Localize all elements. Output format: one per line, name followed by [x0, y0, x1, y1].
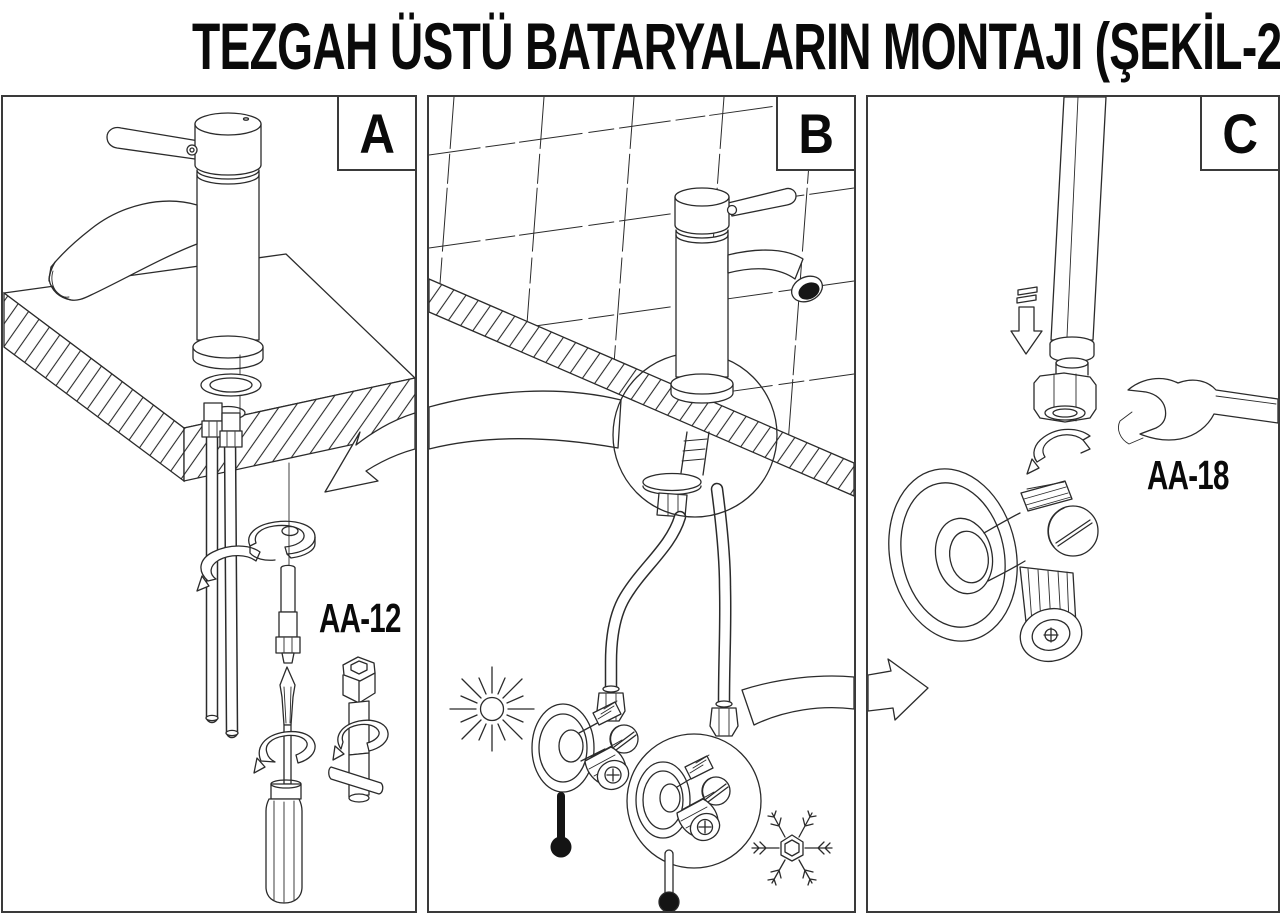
panel-a-illustration — [3, 112, 415, 904]
rotation-ribbon-arrow — [258, 730, 316, 764]
rotation-arrow-icon — [1026, 428, 1091, 475]
panel-a-letter: A — [359, 101, 395, 165]
basin-mixer-faucet — [48, 112, 264, 416]
down-arrow-icon — [1010, 286, 1043, 355]
arrow-to-panel-c — [741, 675, 854, 726]
basin-mixer-faucet — [670, 187, 824, 404]
hex-socket-tool-icon — [328, 656, 389, 803]
sun-icon — [449, 666, 535, 752]
panel-b-letter: B — [798, 101, 834, 165]
panel-b: B — [427, 95, 856, 913]
supply-hoses — [201, 402, 243, 739]
knurled-knob — [1019, 566, 1083, 663]
angle-valve-hot — [531, 700, 639, 793]
arrow-to-panel-a — [429, 390, 622, 450]
under-counter-fixing — [642, 431, 710, 518]
panel-c-illustration — [868, 97, 1278, 721]
countertop-cross-section — [429, 278, 854, 497]
panel-a: A AA-12 — [1, 95, 417, 913]
rotation-ribbon-arrow — [196, 545, 261, 592]
panel-b-badge: B — [776, 97, 854, 171]
angle-valve-with-rosette — [888, 468, 1099, 663]
thermometer-hot-icon — [550, 792, 572, 858]
flexible-hose — [1033, 97, 1107, 423]
hose-nut — [1033, 372, 1097, 423]
panel-c-letter: C — [1222, 101, 1258, 165]
faucet-handle — [727, 187, 797, 217]
gasket-ring — [200, 373, 262, 397]
threaded-stud — [275, 564, 301, 664]
page-title: TEZGAH ÜSTÜ BATARYALARIN MONTAJI (ŞEKİL-… — [192, 9, 1280, 83]
faucet-spout — [727, 249, 804, 280]
angle-valve-cold — [635, 754, 731, 842]
mounting-bracket — [248, 462, 316, 566]
arrow-from-panel-b — [868, 658, 929, 721]
panel-c-badge: C — [1200, 97, 1278, 171]
faucet-handle — [106, 126, 200, 160]
part-label-aa18: AA-18 — [1147, 452, 1229, 498]
hose-nut — [709, 707, 739, 737]
part-label-aa12: AA-12 — [319, 595, 401, 641]
open-end-wrench-icon — [1118, 377, 1278, 445]
tommy-bar-pin — [328, 766, 384, 795]
arrow-from-panel-b — [324, 412, 415, 493]
thermometer-cold-icon — [658, 849, 680, 911]
rotation-ribbon-arrow — [337, 719, 389, 752]
spout-opening — [798, 282, 820, 300]
panel-a-badge: A — [337, 97, 415, 171]
snowflake-icon — [751, 810, 833, 886]
panel-c: C AA-18 — [866, 95, 1280, 913]
faucet-spout — [48, 200, 198, 301]
panel-b-illustration — [429, 97, 854, 911]
screwdriver-icon — [253, 666, 316, 904]
supply-hoses — [596, 482, 739, 737]
detail-circle — [626, 733, 762, 869]
